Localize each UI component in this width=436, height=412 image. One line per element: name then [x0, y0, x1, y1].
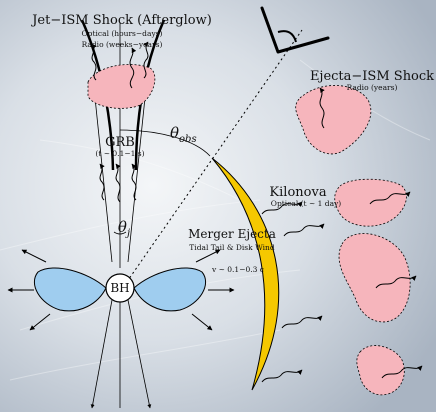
grb-time: (t ~ 0.1−1 s) — [95, 149, 144, 158]
jet-shock-optical: Optical (hours−days) — [82, 29, 163, 38]
jet-shock-radio: Radio (weeks−years) — [82, 40, 163, 49]
merger-sub: Tidal Tail & Disk Wind — [189, 243, 275, 252]
theta-j-base: θ — [118, 218, 127, 236]
grb-title: GRB — [105, 135, 135, 150]
theta-obs-base: θ — [170, 124, 179, 142]
merger-velocity: v ~ 0.1−0.3 c — [211, 265, 264, 274]
bh-label: BH — [110, 281, 129, 295]
ejecta-shock-radio: Radio (years) — [347, 83, 398, 92]
kilonova-optical: Optical (t ~ 1 day) — [271, 199, 341, 208]
jet-shock-title: Jet−ISM Shock (Afterglow) — [30, 13, 212, 28]
merger-title: Merger Ejecta — [188, 227, 276, 241]
theta-obs-sub: obs — [179, 134, 197, 145]
kilonova-title: Kilonova — [269, 185, 326, 200]
ejecta-shock-title: Ejecta−ISM Shock — [310, 69, 434, 84]
